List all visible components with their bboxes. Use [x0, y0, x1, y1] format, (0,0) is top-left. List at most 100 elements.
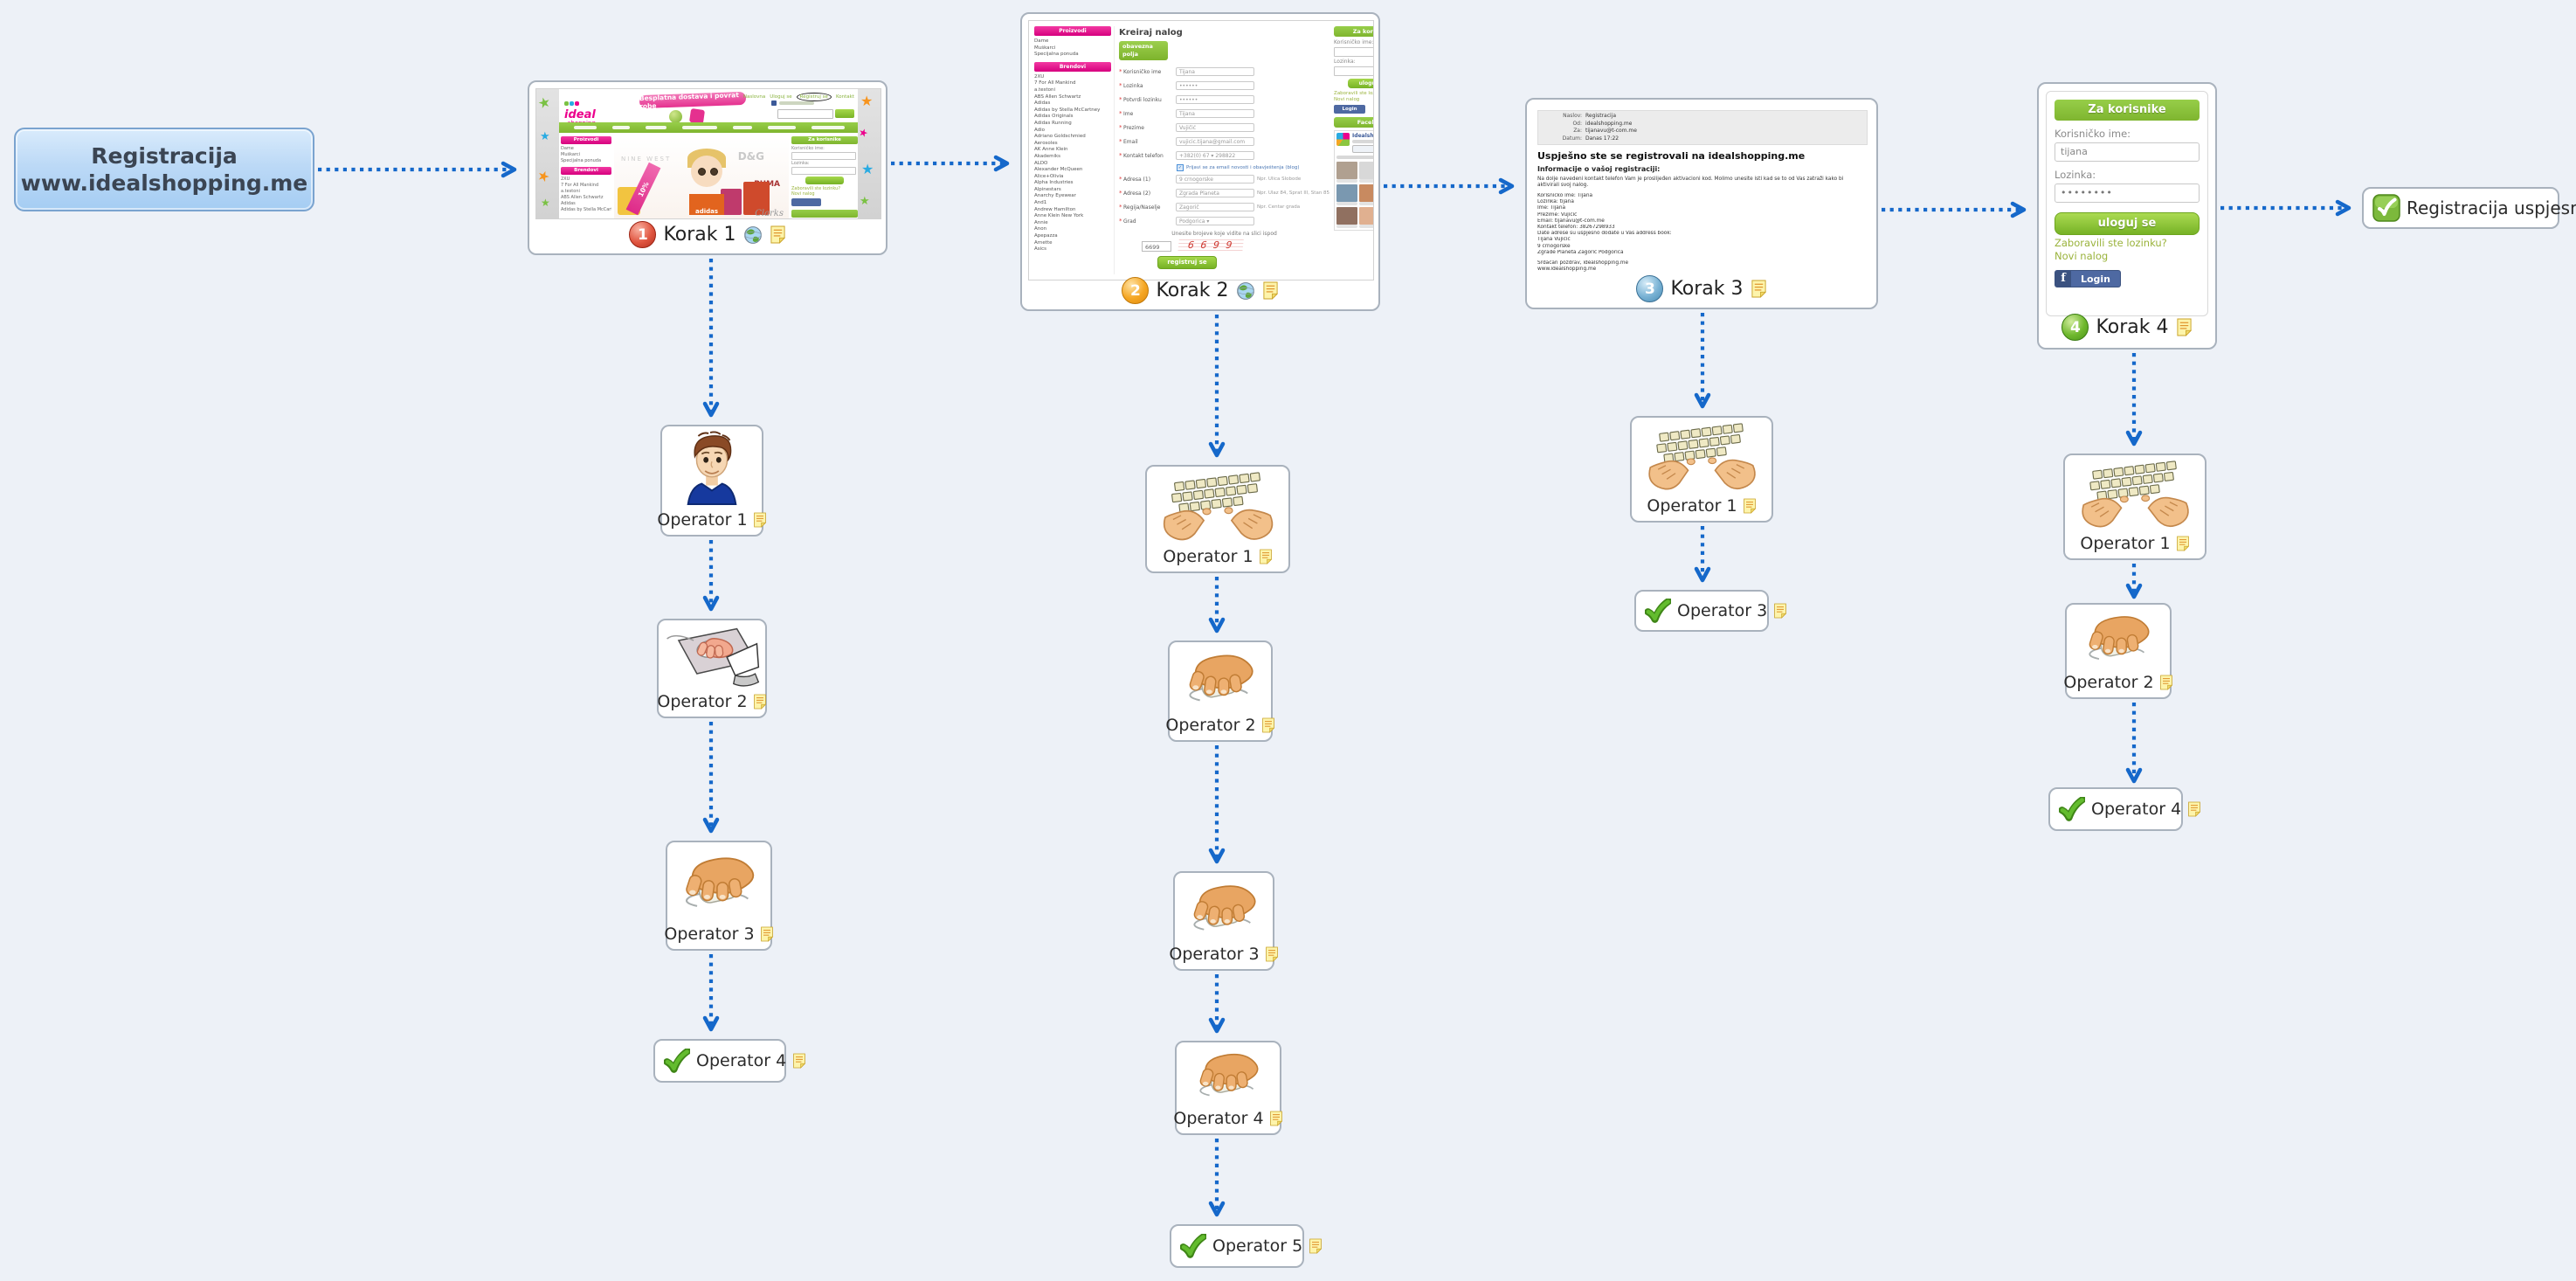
login-username-input: tijana	[2055, 142, 2200, 162]
required-fields-note: obavezna polja	[1119, 41, 1168, 60]
note-icon[interactable]	[1743, 498, 1757, 514]
brands-list-item: Akademiks	[1034, 153, 1061, 159]
topbar-social-row	[771, 100, 814, 106]
c4-operator1-node[interactable]: Operator 1	[2063, 454, 2207, 560]
note-icon[interactable]	[792, 1053, 806, 1069]
korak4-node[interactable]: Za korisnike Korisničko ime: tijana Lozi…	[2037, 82, 2217, 350]
note-icon[interactable]	[770, 225, 786, 244]
login-username-label: Korisničko ime:	[791, 146, 825, 151]
hyperlink-globe-icon[interactable]	[743, 225, 763, 245]
brands-list-item: Alpinestars	[1034, 186, 1061, 192]
step2-number-badge: 2	[1122, 277, 1150, 304]
facebook-widget-header: Facebook	[1334, 117, 1373, 128]
c2-operator5-node[interactable]: Operator 5	[1170, 1224, 1304, 1268]
email-body-paragraph: Na dolje navedeni kontakt telefon Vam je…	[1537, 177, 1844, 188]
form-title: Kreiraj nalog	[1119, 28, 1183, 38]
korak1-screenshot-homepage[interactable]: ★ ★ ★ ★ ideal shopping Besplatna dostava…	[535, 88, 881, 219]
operator-label-row: Operator 1	[1647, 496, 1756, 516]
login-widget-header: Za korisnike	[791, 136, 858, 144]
login-username-label: Korisničko ime:	[1334, 39, 1374, 45]
note-icon[interactable]	[2176, 536, 2190, 551]
note-icon[interactable]	[2176, 318, 2193, 336]
note-icon[interactable]	[1269, 1111, 1283, 1126]
note-icon[interactable]	[1265, 946, 1279, 962]
c2-operator1-node[interactable]: Operator 1	[1145, 465, 1290, 573]
form-row: * Email vujicic.tijana@gmail.com	[1119, 135, 1329, 149]
korak3-screenshot-email[interactable]: Naslov: Registracija Od: idealshopping.m…	[1533, 106, 1872, 277]
site-search	[777, 109, 854, 119]
korak1-node[interactable]: ★ ★ ★ ★ ideal shopping Besplatna dostava…	[528, 80, 887, 255]
brands-list-item: 7 For All Mankind	[1034, 80, 1076, 87]
email-closing-line: Srdačan pozdrav, idealshopping.me	[1537, 260, 1629, 267]
korak3-node[interactable]: Naslov: Registracija Od: idealshopping.m…	[1525, 98, 1878, 309]
note-icon[interactable]	[2159, 675, 2173, 690]
form-field-input: +382(0) 67 ▾ 298822	[1176, 151, 1254, 160]
note-icon[interactable]	[1259, 549, 1273, 564]
hyperlink-globe-icon[interactable]	[1236, 281, 1255, 301]
c2-operator4-node[interactable]: Operator 4	[1173, 1041, 1283, 1135]
login-username-input	[1334, 47, 1373, 57]
keyboard-hands-icon	[1633, 421, 1770, 496]
c3-operator1-node[interactable]: Operator 1	[1630, 416, 1773, 523]
form-field-input: ••••••	[1176, 81, 1254, 90]
c2-operator3-node[interactable]: Operator 3	[1169, 871, 1274, 971]
note-icon[interactable]	[1262, 281, 1279, 300]
note-icon[interactable]	[753, 694, 767, 710]
form-field-label: Adresa (1)	[1123, 176, 1151, 183]
form-field-label: Grad	[1123, 218, 1136, 225]
fan-thumb-cell	[1359, 162, 1373, 183]
form-field-label: Kontakt telefon	[1123, 152, 1164, 159]
c3-operator3-node[interactable]: Operator 3	[1634, 590, 1769, 632]
decor-star: ★	[858, 125, 870, 141]
fan-thumb	[1359, 184, 1373, 202]
form-row: * Korisničko ime Tijana	[1119, 65, 1329, 79]
korak4-screenshot-login-widget[interactable]: Za korisnike Korisničko ime: tijana Lozi…	[2046, 91, 2208, 316]
email-header-label: Za:	[1573, 128, 1582, 134]
c1-operator2-node[interactable]: Operator 2	[657, 619, 767, 718]
topbar-link-registruj-se-circled: Registruj se	[796, 93, 832, 101]
mouse-pad-hand-icon	[660, 622, 763, 692]
form-row: * Kontakt telefon +382(0) 67 ▾ 298822	[1119, 149, 1329, 163]
form-row: * Regija/Naselje Zagorič Npr. Centar gra…	[1119, 200, 1329, 214]
success-node[interactable]: Registracija uspjesna	[2362, 187, 2576, 229]
mouse-hand-icon	[1177, 876, 1271, 945]
email-header-label: Datum:	[1562, 135, 1582, 142]
form-field-input: Vujičić	[1176, 123, 1254, 132]
form-rows-bottom: * Adresa (1) 9 crnogorske Npr. Ulica Slo…	[1119, 172, 1329, 228]
form-field-hint: Npr. Centar grada	[1257, 204, 1301, 210]
decor-star: ★	[860, 93, 874, 109]
c4-operator2-node[interactable]: Operator 2	[2063, 603, 2172, 699]
c4-operator4-node[interactable]: Operator 4	[2048, 787, 2183, 831]
hero-model-eye	[710, 168, 718, 176]
c1-operator4-node[interactable]: Operator 4	[653, 1039, 786, 1083]
c1-operator3-node[interactable]: Operator 3	[664, 841, 774, 951]
note-icon[interactable]	[1309, 1238, 1323, 1254]
captcha-image: 6 6 9 9	[1178, 239, 1244, 253]
fan-thumb	[1336, 184, 1358, 202]
note-icon[interactable]	[760, 926, 774, 942]
note-icon[interactable]	[1773, 603, 1787, 619]
note-icon[interactable]	[1261, 717, 1275, 733]
topbar-link: Uloguj se	[770, 94, 792, 100]
brands-list-item: 2XU	[1034, 73, 1045, 80]
note-icon[interactable]	[753, 512, 767, 528]
email-header-row: Naslov: Registracija	[1542, 113, 1863, 121]
brands-list-item: Annie	[1034, 219, 1048, 225]
fan-thumb-caption	[1359, 179, 1373, 183]
email-detail-line: Zgrade Planeta Zagorič Podgorica	[1537, 249, 1624, 255]
note-icon[interactable]	[2187, 801, 2201, 817]
required-asterisk: *	[1119, 138, 1122, 145]
c1-operator1-node[interactable]: Operator 1	[657, 425, 763, 537]
operator-label-row: Operator 2	[2063, 673, 2172, 692]
logo-text-ideal: ideal	[564, 108, 596, 121]
nav-item-placeholder	[811, 126, 845, 129]
step3-number-badge: 3	[1636, 275, 1664, 302]
c2-operator2-node[interactable]: Operator 2	[1165, 640, 1275, 742]
note-icon[interactable]	[1751, 280, 1767, 298]
check-icon	[1180, 1234, 1206, 1258]
root-node-registracija[interactable]: Registracija www.idealshopping.me	[14, 128, 314, 211]
